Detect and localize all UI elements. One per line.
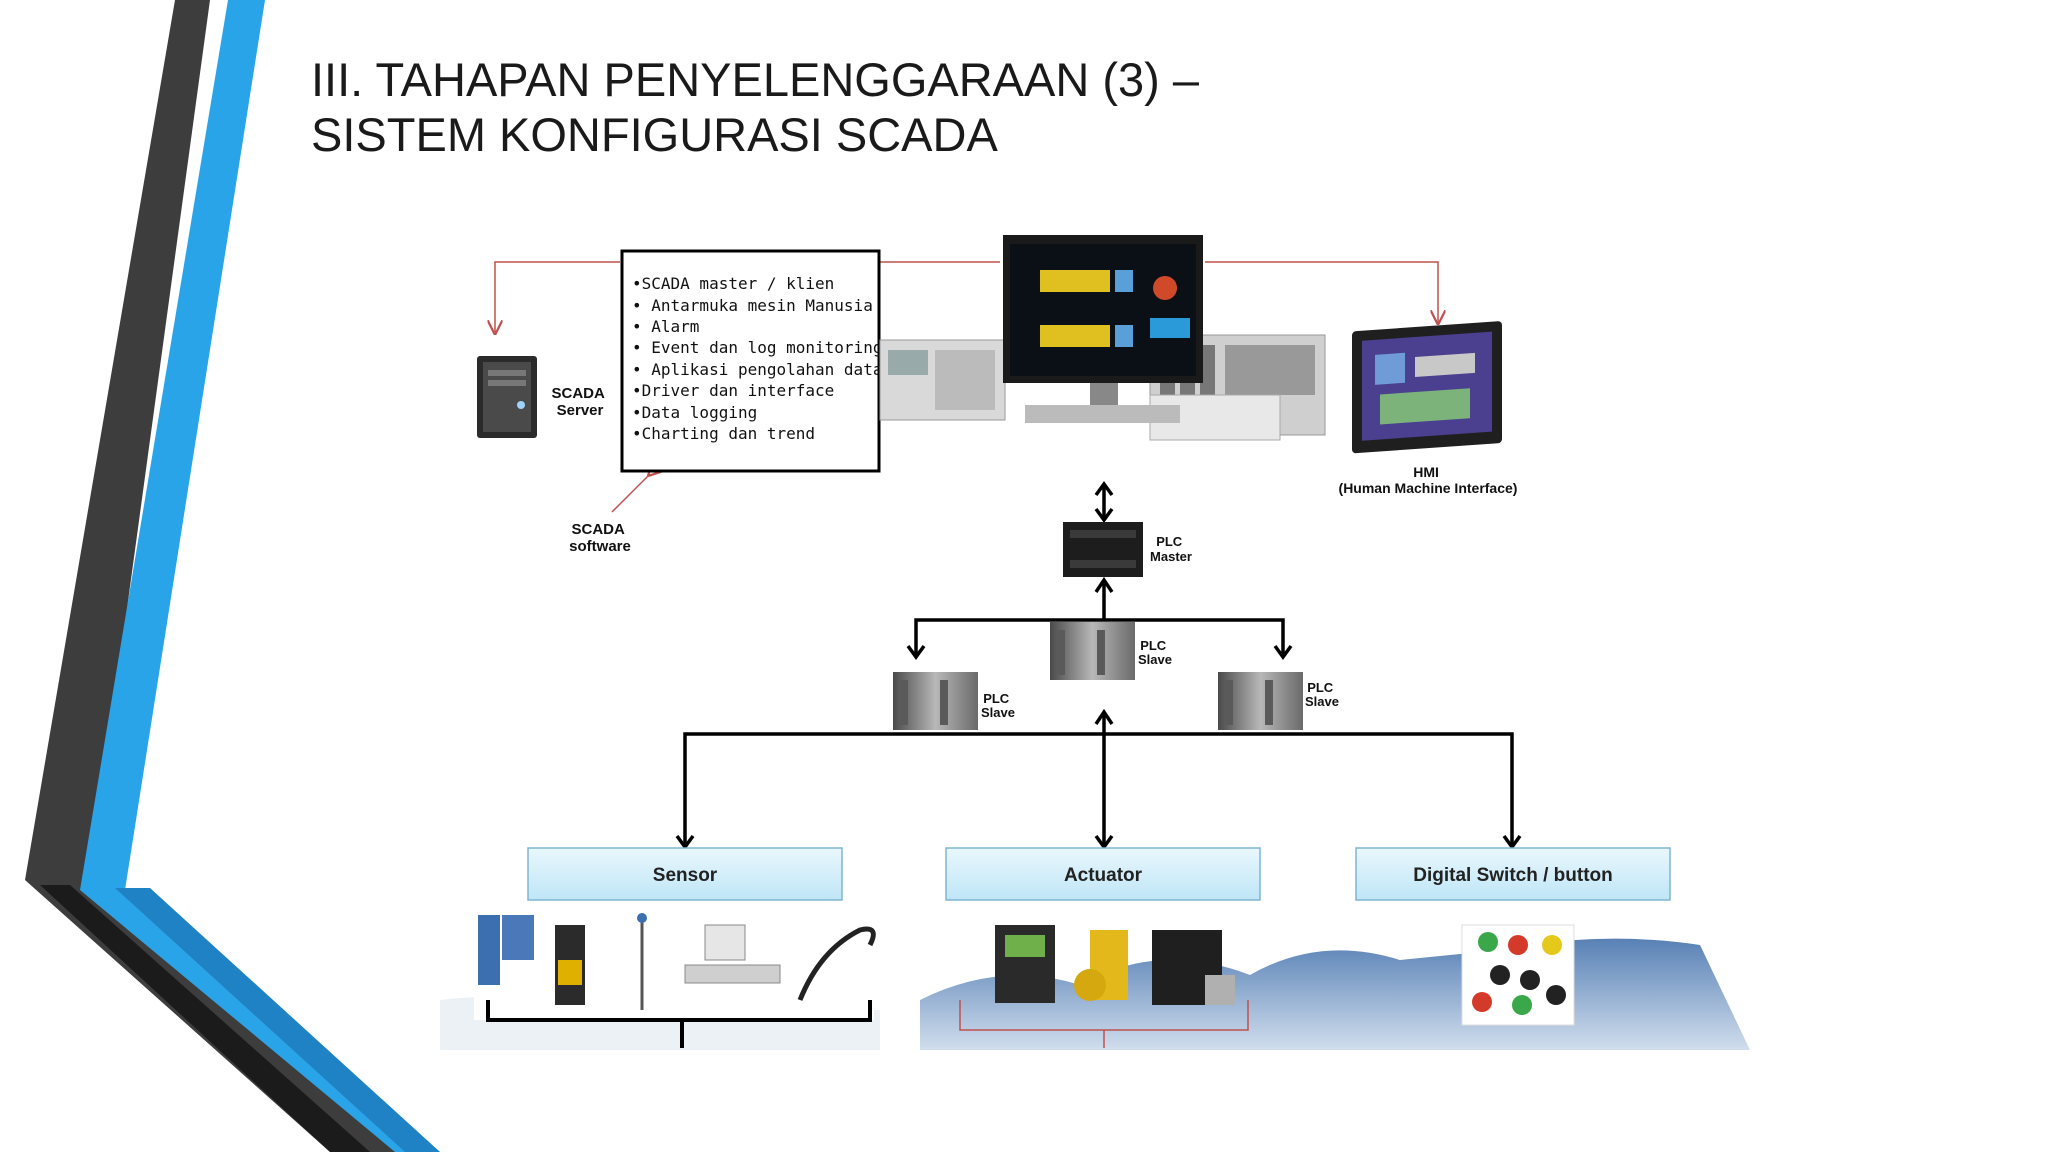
- sensor-box: Sensor: [527, 847, 843, 901]
- feature-item: •SCADA master / klien: [632, 274, 834, 293]
- plc-slave-center-label-1: PLC: [1140, 638, 1167, 653]
- feature-list: •SCADA master / klien • Antarmuka mesin …: [632, 274, 892, 443]
- switch-devices: [1461, 924, 1575, 1026]
- svg-text:PLC Master: PLC Master: [1150, 534, 1192, 564]
- navy-chevron-shadow: [40, 885, 370, 1152]
- device-bus: [675, 708, 1522, 850]
- actuator-label: Actuator: [1064, 865, 1143, 886]
- monitor-plc-link: [1094, 481, 1114, 523]
- title-line-2: SISTEM KONFIGURASI SCADA: [311, 108, 998, 161]
- feature-item: • Event dan log monitoring: [632, 338, 882, 357]
- scada-server-label-1: SCADA: [552, 385, 606, 402]
- plc-slave-right-label-2: Slave: [1305, 694, 1339, 709]
- hmi-label-2: (Human Machine Interface): [1339, 480, 1518, 496]
- sensor-device-4: [704, 924, 746, 961]
- svg-text:PLC Slave: PLC Slave: [1305, 680, 1339, 709]
- plc-master-label-2: Master: [1150, 549, 1192, 564]
- title-line-1: III. TAHAPAN PENYELENGGARAAN (3) –: [311, 53, 1200, 106]
- actuator-devices: [959, 925, 1249, 1048]
- sensor-label: Sensor: [653, 865, 718, 886]
- red-connectors: [495, 261, 1438, 513]
- plc-master-label-1: PLC: [1156, 534, 1183, 549]
- feature-item: •Driver dan interface: [632, 381, 834, 400]
- button-black: [1490, 965, 1510, 985]
- scada-software-label-1: SCADA: [572, 521, 626, 538]
- scada-software-label-2: software: [569, 538, 631, 555]
- hmi-panel-icon: [1352, 321, 1502, 454]
- plc-slave-left-label-1: PLC: [983, 691, 1010, 706]
- hmi-label-1: HMI: [1413, 464, 1439, 480]
- sensor-devices: [474, 913, 876, 1048]
- svg-text:HMI (Human Machine Inter: HMI (Human Machine Interface): [1339, 464, 1518, 496]
- button-black: [1520, 970, 1540, 990]
- switch-label: Digital Switch / button: [1413, 865, 1612, 886]
- svg-text:SCADA software: SCADA software: [569, 521, 631, 555]
- feature-item: • Alarm: [632, 317, 699, 336]
- plc-slave-left-label-2: Slave: [981, 705, 1015, 720]
- svg-text:PLC Slave: PLC Slave: [981, 691, 1015, 720]
- feature-item: •Charting dan trend: [632, 424, 815, 443]
- blue-chevron: [80, 0, 440, 1152]
- button-red: [1508, 935, 1528, 955]
- svg-text:SCADA Server: SCADA Server: [552, 385, 609, 419]
- scada-server-label-2: Server: [557, 402, 604, 419]
- plc-slave-right-icon: [1218, 672, 1303, 730]
- feature-item: • Aplikasi pengolahan data: [632, 360, 882, 379]
- svg-text:PLC Slave: PLC Slave: [1138, 638, 1172, 667]
- actuator-box: Actuator: [945, 847, 1261, 901]
- button-green: [1478, 932, 1498, 952]
- blue-lower: [115, 888, 440, 1152]
- button-yellow: [1542, 935, 1562, 955]
- slide-title: III. TAHAPAN PENYELENGGARAAN (3) – SISTE…: [311, 52, 1199, 162]
- sensor-device-5: [797, 926, 876, 1001]
- button-red-2: [1472, 992, 1492, 1012]
- button-green-2: [1512, 995, 1532, 1015]
- plc-slave-center-label-2: Slave: [1138, 652, 1172, 667]
- software-feature-box: •SCADA master / klien • Antarmuka mesin …: [620, 249, 892, 473]
- plc-slave-left-icon: [893, 672, 978, 730]
- plc-master-icon: [1063, 522, 1143, 577]
- button-black-2: [1546, 985, 1566, 1005]
- plc-slave-center-icon: [1050, 622, 1135, 680]
- switch-box: Digital Switch / button: [1355, 847, 1671, 901]
- scada-server-icon: [477, 356, 537, 438]
- sensor-device-1: [478, 915, 500, 985]
- dark-chevron: [25, 0, 430, 1152]
- control-room-equipment: [879, 235, 1326, 444]
- master-slave-links: [906, 576, 1293, 660]
- feature-item: • Antarmuka mesin Manusia: [632, 296, 873, 315]
- feature-item: •Data logging: [632, 403, 757, 422]
- plc-slave-right-label-1: PLC: [1307, 680, 1334, 695]
